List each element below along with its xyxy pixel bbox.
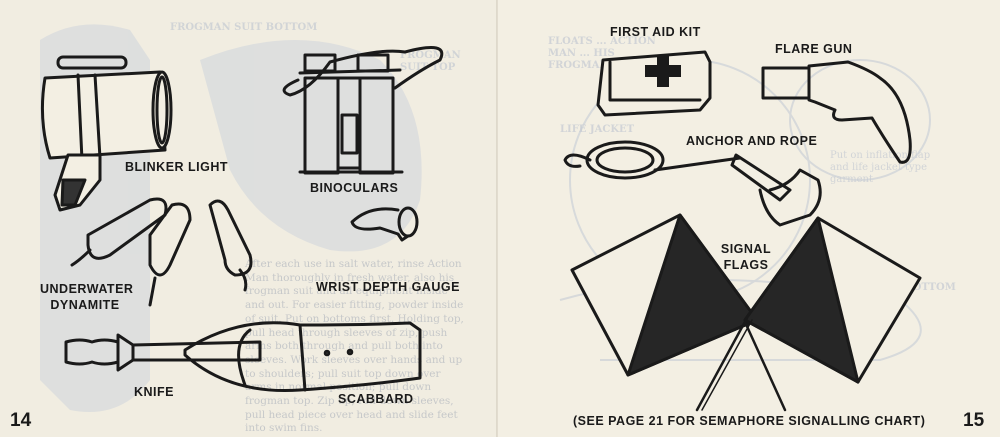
page-gutter [496, 0, 498, 437]
label-scabbard: SCABBARD [338, 392, 414, 406]
label-knife: KNIFE [134, 385, 174, 399]
label-blinker-light: BLINKER LIGHT [125, 160, 229, 174]
binoculars-icon [282, 46, 444, 175]
page-number-left: 14 [10, 410, 32, 431]
label-anchor-and-rope: ANCHOR AND ROPE [686, 134, 818, 148]
red-cross-icon [645, 55, 681, 87]
page-number-right: 15 [963, 410, 985, 431]
label-signal: SIGNAL [720, 242, 772, 256]
ghost-floats: FLOATS ... ACTION MAN ... HIS FROGMAN ..… [548, 36, 656, 71]
ghost-life-jacket: LIFE JACKET [560, 124, 635, 135]
first-aid-kit-icon [596, 50, 712, 117]
dynamite-icon [70, 197, 253, 307]
semaphore-footnote: (SEE PAGE 21 FOR SEMAPHORE SIGNALLING CH… [573, 414, 926, 428]
flare-gun-icon [761, 60, 912, 164]
label-first-aid-kit: FIRST AID KIT [610, 25, 701, 39]
wrist-depth-gauge-icon [350, 206, 419, 242]
ghost-frogman-bottom: FROGMAN SUIT BOTTOM [170, 22, 318, 33]
anchor-rope-icon [563, 140, 822, 227]
blinker-light-icon [40, 55, 173, 212]
ghost-inflate: Put on inflation flap and life jacket ty… [830, 150, 931, 185]
label-wrist-depth-gauge: WRIST DEPTH GAUGE [316, 280, 460, 294]
page-15 [497, 0, 1000, 437]
label-flags: FLAGS [723, 258, 769, 272]
label-underwater: UNDERWATER [40, 282, 134, 296]
signal-flags-icon [570, 213, 922, 412]
label-flare-gun: FLARE GUN [775, 42, 853, 56]
label-dynamite: DYNAMITE [50, 298, 120, 312]
scabbard-icon [183, 321, 422, 393]
knife-icon [64, 333, 262, 372]
label-binoculars: BINOCULARS [310, 181, 399, 195]
